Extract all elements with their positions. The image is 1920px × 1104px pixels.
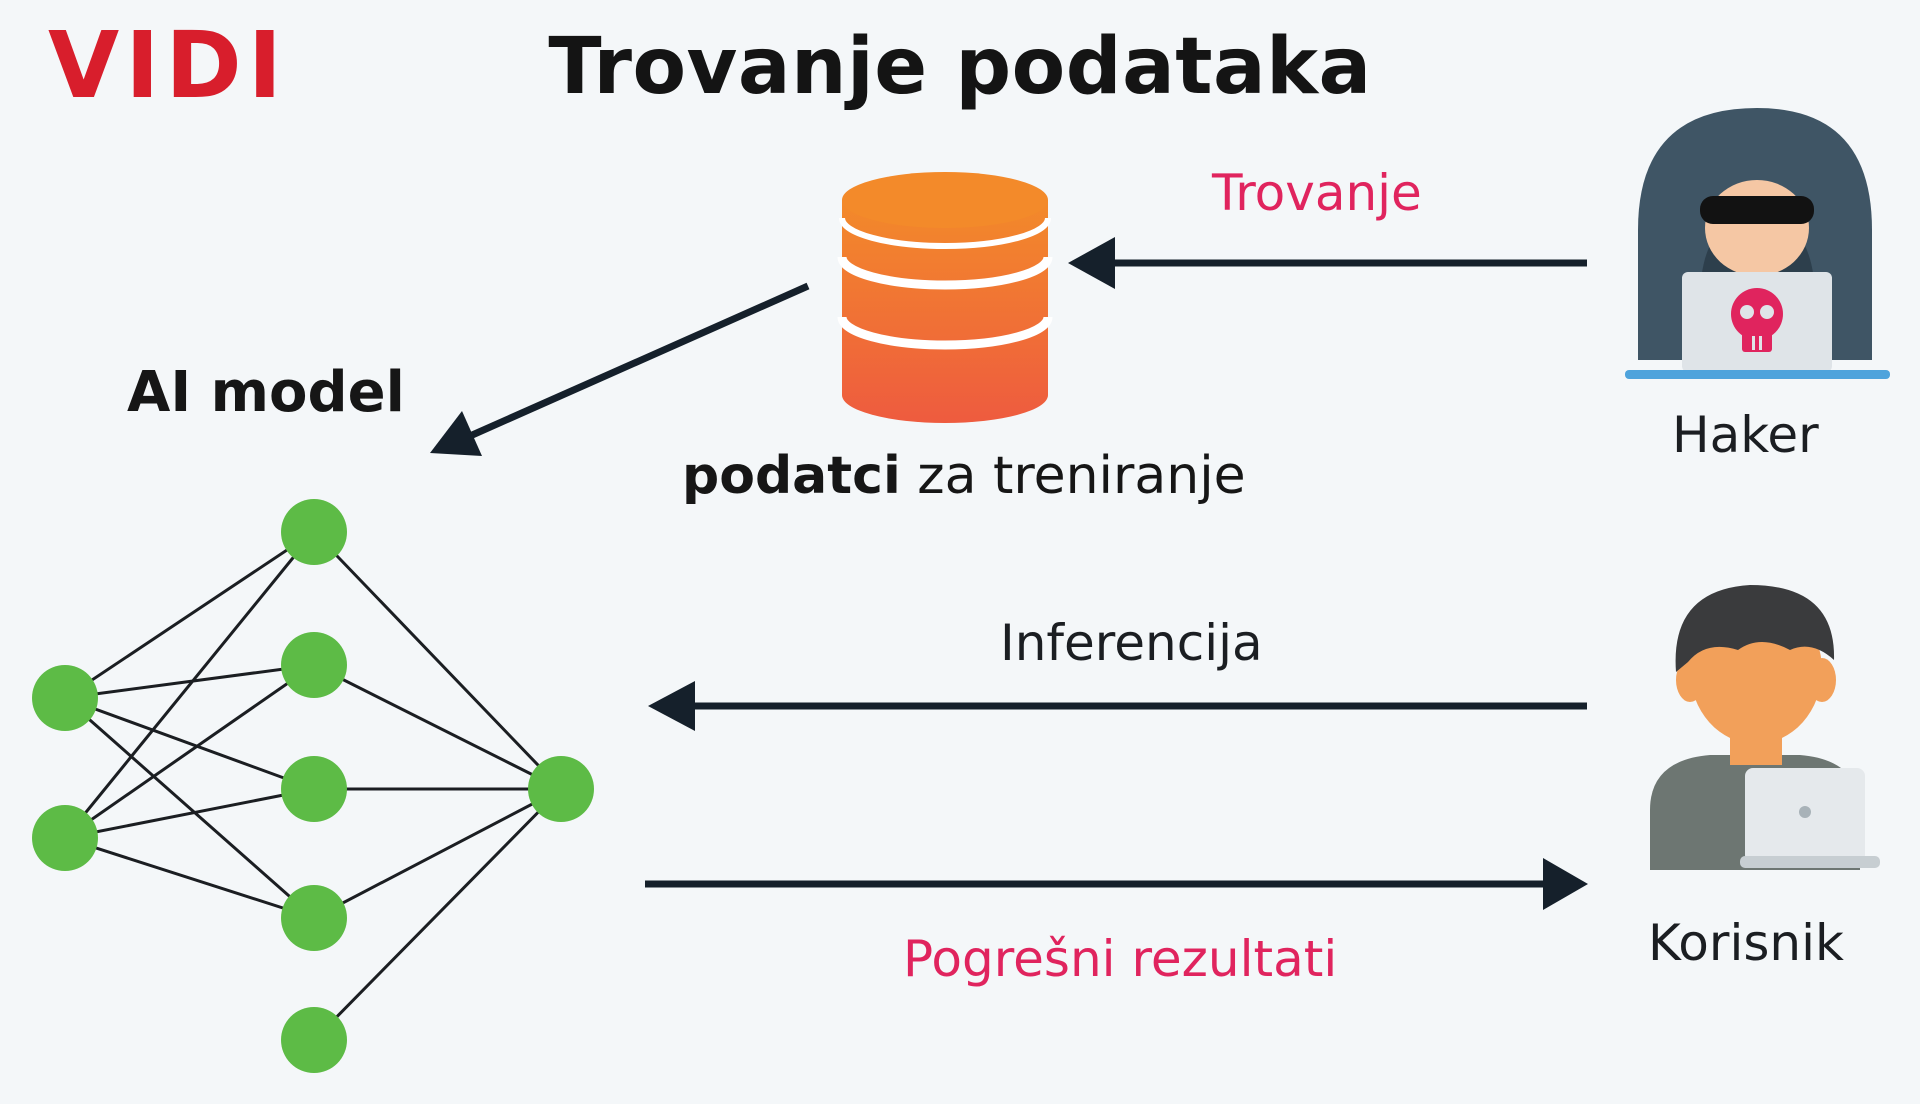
hacker-label: Haker [1672, 406, 1819, 464]
poisoning-arrow [1068, 237, 1587, 289]
training-data-label: podatci za treniranje [682, 446, 1246, 506]
network-node [32, 665, 98, 731]
poisoning-arrow-label: Trovanje [1212, 164, 1422, 222]
network-node [281, 632, 347, 698]
ai-model-label: AI model [127, 360, 405, 425]
inference-arrow [648, 681, 1587, 731]
network-node [32, 805, 98, 871]
training-data-label-bold: podatci [682, 446, 901, 506]
training-arrow [430, 282, 810, 456]
wrong-results-arrow-label: Pogrešni rezultati [903, 930, 1338, 988]
network-node [281, 1007, 347, 1073]
network-node [281, 499, 347, 565]
wrong-results-arrow [645, 858, 1588, 910]
hacker-icon [1625, 108, 1890, 379]
network-node [528, 756, 594, 822]
user-with-laptop-icon [1650, 585, 1880, 870]
logo: VIDI [48, 12, 289, 119]
network-node [281, 885, 347, 951]
network-node [281, 756, 347, 822]
inference-arrow-label: Inferencija [1000, 614, 1263, 672]
database-icon [837, 172, 1053, 423]
neural-network-icon [32, 499, 594, 1073]
training-data-label-rest: za treniranje [900, 446, 1246, 506]
page-title: Trovanje podataka [548, 22, 1372, 112]
user-label: Korisnik [1648, 914, 1844, 972]
